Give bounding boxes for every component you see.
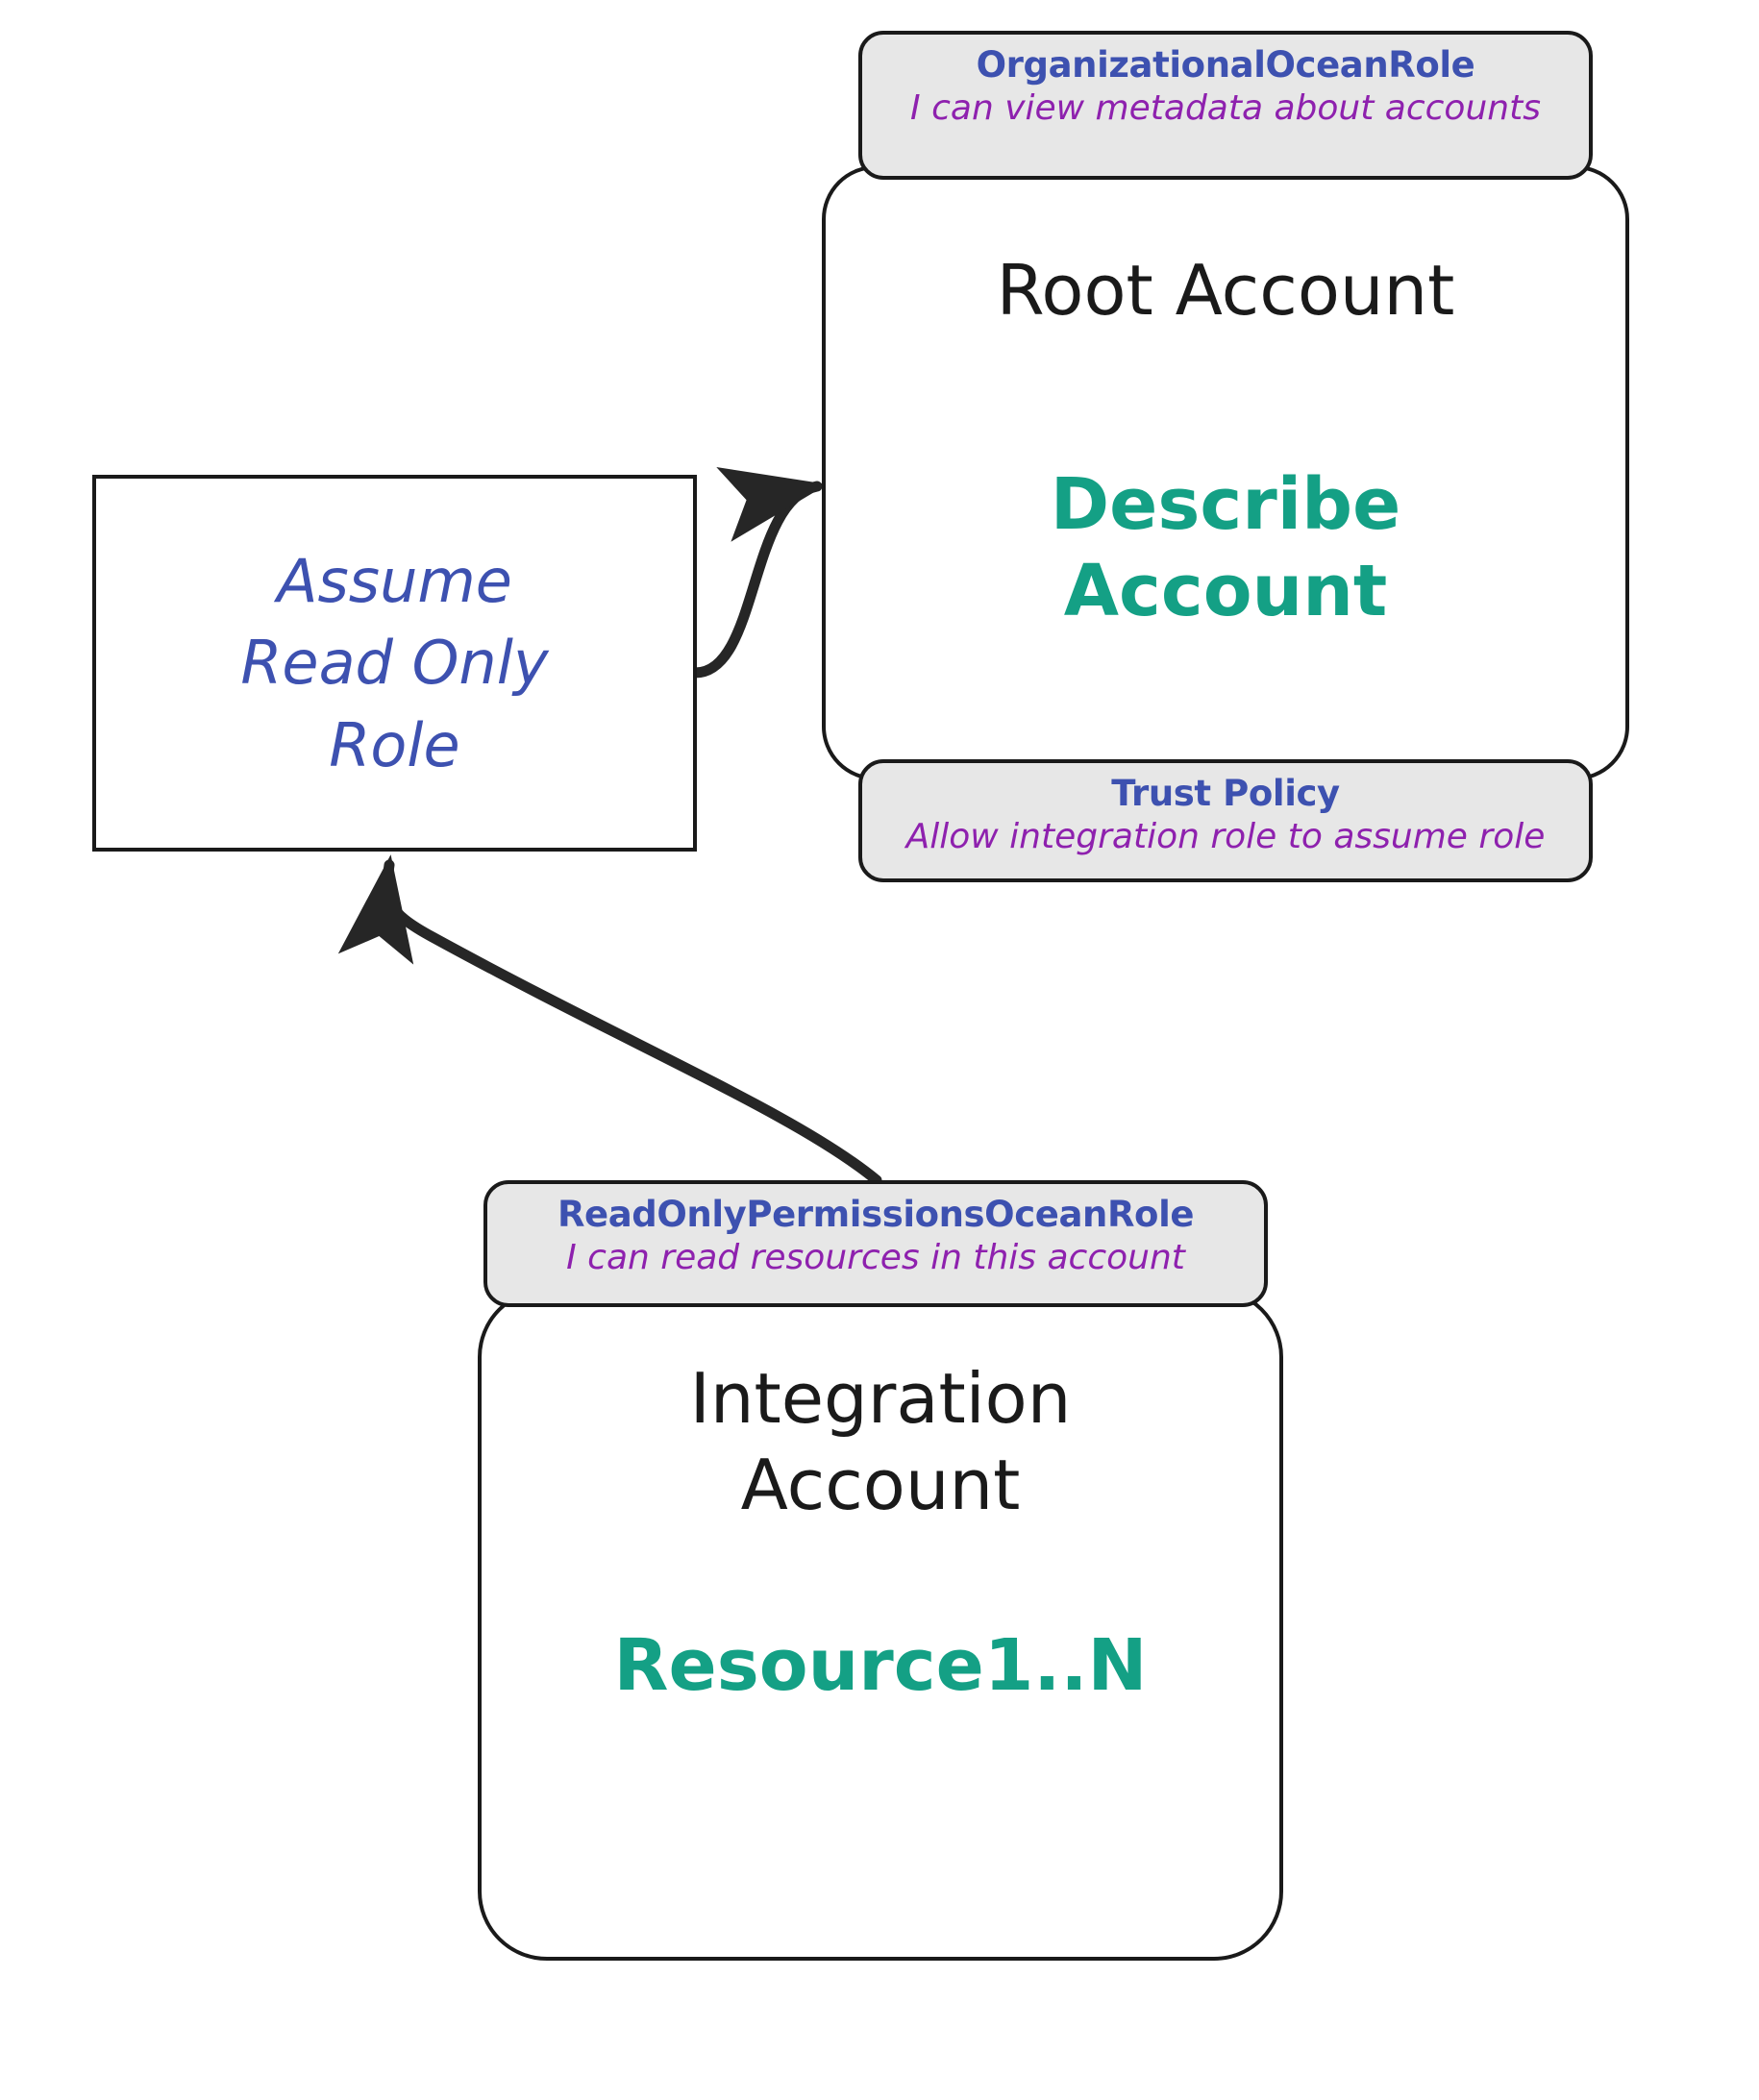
organizational-ocean-role-title: OrganizationalOceanRole bbox=[976, 44, 1475, 86]
integration-account-resource-label: Resource1..N bbox=[613, 1624, 1148, 1707]
organizational-ocean-role-badge[interactable]: OrganizationalOceanRole I can view metad… bbox=[858, 31, 1593, 180]
trust-policy-description: Allow integration role to assume role bbox=[905, 816, 1546, 856]
organizational-ocean-role-description: I can view metadata about accounts bbox=[910, 87, 1541, 128]
edge-assume-role-to-root-account bbox=[689, 467, 828, 679]
integration-account-title: Integration Account bbox=[689, 1358, 1072, 1525]
trust-policy-badge[interactable]: Trust Policy Allow integration role to a… bbox=[858, 759, 1593, 882]
read-only-permissions-ocean-role-badge[interactable]: ReadOnlyPermissionsOceanRole I can read … bbox=[483, 1180, 1268, 1307]
root-account-action-label: Describe Account bbox=[1050, 463, 1401, 633]
root-account-title: Root Account bbox=[996, 250, 1455, 331]
read-only-permissions-ocean-role-title: ReadOnlyPermissionsOceanRole bbox=[557, 1194, 1195, 1235]
edge-integration-role-to-assume-role bbox=[337, 854, 882, 1186]
read-only-permissions-ocean-role-description: I can read resources in this account bbox=[566, 1237, 1185, 1277]
assume-read-only-role-node[interactable]: Assume Read Only Role bbox=[92, 475, 697, 852]
integration-account-container[interactable] bbox=[478, 1288, 1283, 1961]
trust-policy-title: Trust Policy bbox=[1111, 773, 1340, 814]
assume-read-only-role-label: Assume Read Only Role bbox=[240, 545, 549, 780]
